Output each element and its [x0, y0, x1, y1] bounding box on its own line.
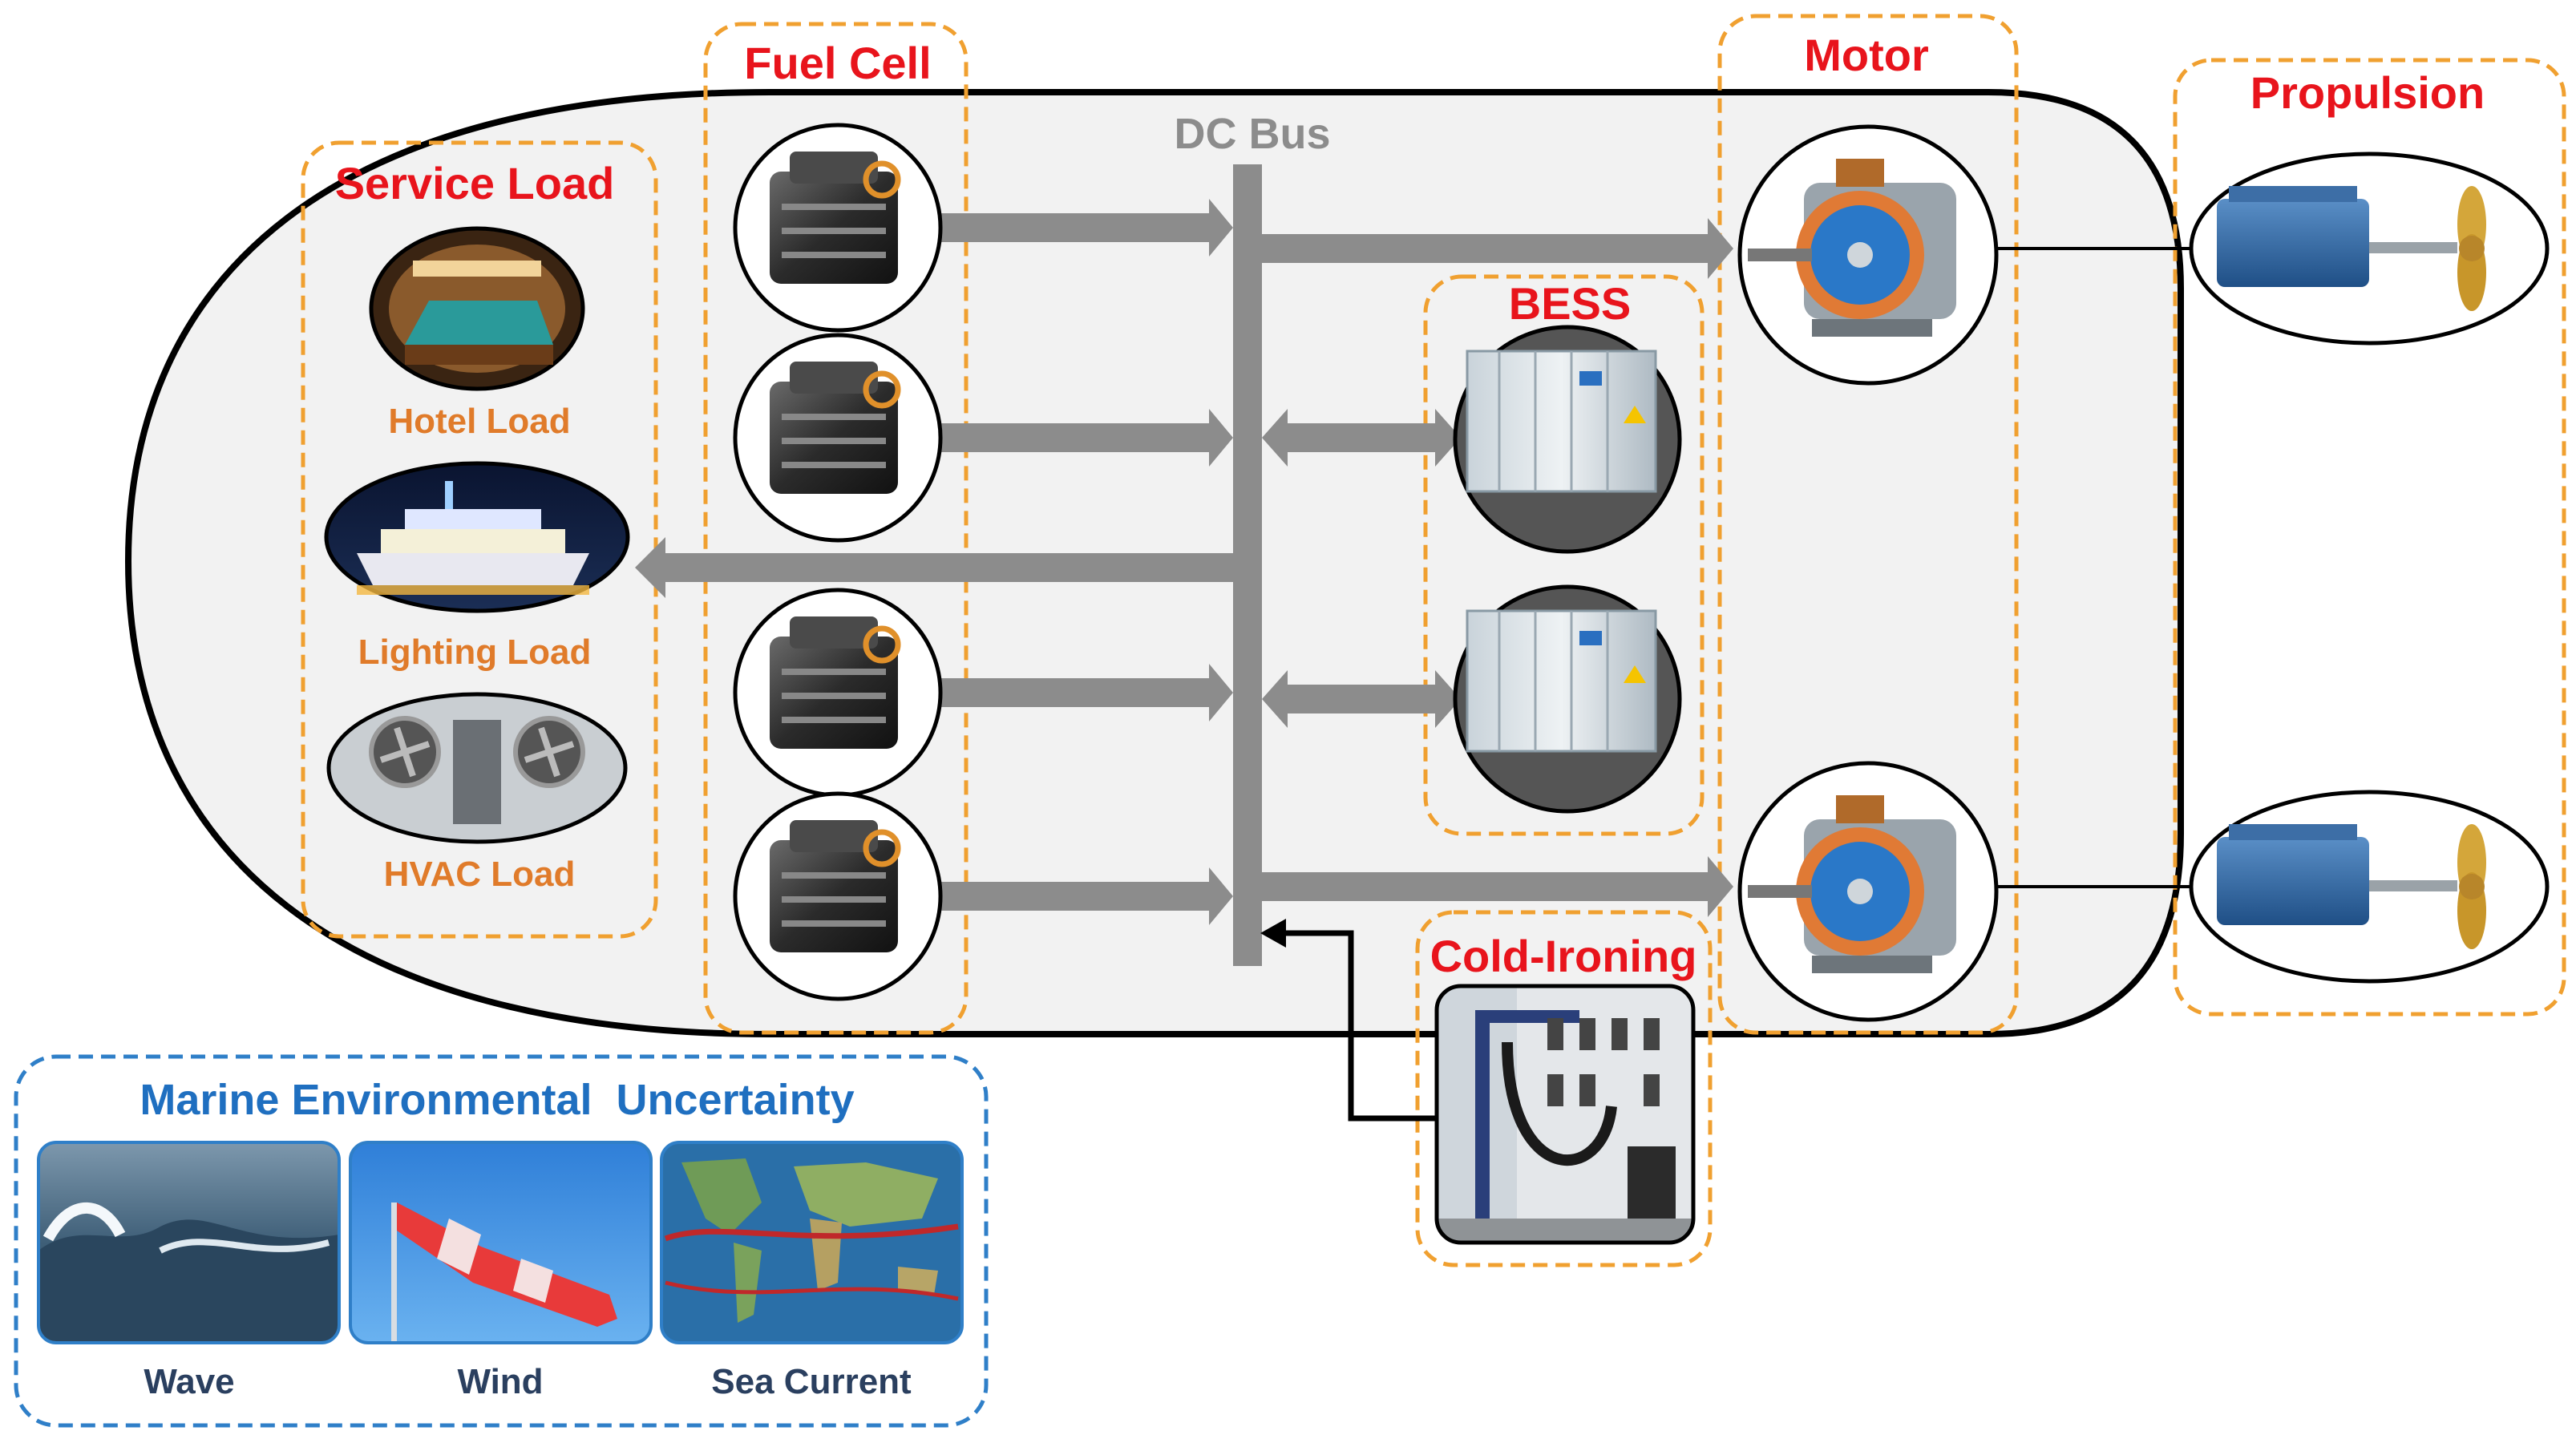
battery-container-icon: [1453, 325, 1682, 554]
dc-bus-and-power-flows: [635, 164, 1733, 966]
environment-title: Marine Environmental Uncertainty: [140, 1076, 854, 1124]
hotel-bedroom-icon: [369, 226, 585, 391]
fuel-cell-stack-icon: [733, 588, 943, 798]
fuel-cell-stack-icon: [733, 333, 943, 543]
bess-title: BESS: [1509, 278, 1632, 329]
lighting-load-label: Lighting Load: [358, 633, 592, 672]
ocean-wave-icon: [38, 1142, 339, 1343]
windsock-icon: [350, 1142, 651, 1343]
illuminated-cruise-ship-icon: [324, 461, 630, 613]
wind-label: Wind: [457, 1362, 543, 1401]
hvac-fan-unit-icon: [326, 692, 628, 844]
shore-power-connection-icon: [1437, 986, 1693, 1243]
hotel-load-label: Hotel Load: [388, 402, 570, 441]
fuel-cell-units: [733, 123, 943, 1001]
bess-units: [1453, 325, 1682, 814]
cold-ironing-image-frame: [1434, 984, 1696, 1245]
motor-title: Motor: [1804, 30, 1929, 80]
propulsion-title: Propulsion: [2250, 67, 2485, 118]
cold-ironing-group-box: [1415, 910, 1713, 1267]
fuel-cell-1-to-bus-arrow: [938, 199, 1233, 257]
fuel-cell-title: Fuel Cell: [744, 38, 931, 88]
sea-current-label: Sea Current: [711, 1362, 912, 1401]
wave-image-frame: [37, 1141, 341, 1344]
bus-bess-1-bidirectional-arrow: [1262, 409, 1461, 467]
fuel-cell-4-to-bus-arrow: [938, 867, 1233, 925]
fuel-cell-stack-icon: [733, 123, 943, 333]
cold-ironing-title: Cold-Ironing: [1430, 931, 1697, 981]
wave-label: Wave: [144, 1362, 234, 1401]
fuel-cell-3-to-bus-arrow: [938, 664, 1233, 722]
bus-bess-2-bidirectional-arrow: [1262, 670, 1461, 728]
ship-propeller-engine-icon: [2189, 790, 2550, 984]
world-ocean-currents-map-icon: [661, 1142, 962, 1343]
bus-to-service-load-arrow: [635, 537, 1233, 598]
sea-current-image-frame: [660, 1141, 964, 1344]
service-load-group-box: [301, 140, 658, 939]
hvac-load-label: HVAC Load: [384, 855, 576, 894]
propulsion-units: [2189, 152, 2550, 984]
dc-bus-bar: [1233, 164, 1262, 966]
cold-ironing-feed-arrowhead: [1260, 919, 1286, 948]
fuel-cell-group-box: [703, 22, 969, 1035]
wind-image-frame: [349, 1141, 653, 1344]
motor-group-box: [1717, 14, 2019, 1035]
battery-container-icon: [1453, 584, 1682, 814]
electric-motor-icon: [1737, 761, 1999, 1022]
bus-to-motor-1-arrow: [1262, 218, 1733, 279]
propulsion-group-box: [2173, 58, 2566, 1017]
bus-to-motor-2-arrow: [1262, 856, 1733, 917]
fuel-cell-2-to-bus-arrow: [938, 409, 1233, 467]
service-load-title: Service Load: [335, 158, 615, 208]
motor-units: [1737, 124, 1999, 1022]
cold-ironing-feed-line: [1283, 930, 1443, 1122]
service-load-images: [324, 226, 630, 844]
bess-group-box: [1423, 274, 1705, 836]
ship-propeller-engine-icon: [2189, 152, 2550, 346]
fuel-cell-stack-icon: [733, 791, 943, 1001]
dc-bus-label: DC Bus: [1174, 110, 1330, 158]
electric-motor-icon: [1737, 124, 1999, 386]
